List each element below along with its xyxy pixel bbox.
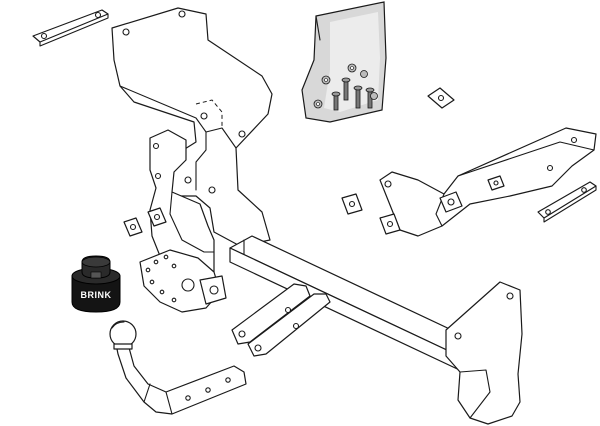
washer-top-right [427,87,455,109]
socket-brand-label: BRINK [81,290,112,300]
left-mounting-flange [139,249,227,313]
electrical-socket: BRINK [71,255,121,313]
small-mounting-plate-right [537,181,597,223]
washer-left-1 [123,217,143,237]
bag-bolt-4 [331,91,341,111]
washer-center-2 [379,213,401,235]
bag-nuts [313,63,378,109]
washer-left-2 [147,207,167,227]
right-end-plate [445,281,523,425]
right-side-bracket [379,127,597,237]
washer-center-1 [341,193,363,215]
central-hanging-brackets [231,283,331,357]
left-side-bracket [111,7,273,247]
hardware-bag [301,1,387,123]
bag-bolt-2 [353,85,363,109]
square-washers [123,87,455,237]
tow-ball [109,320,137,350]
small-mounting-plate-top-left [32,9,109,47]
tow-ball-neck [115,343,247,415]
bag-bolt-3 [365,87,375,109]
bag-bolt-1 [341,77,351,101]
